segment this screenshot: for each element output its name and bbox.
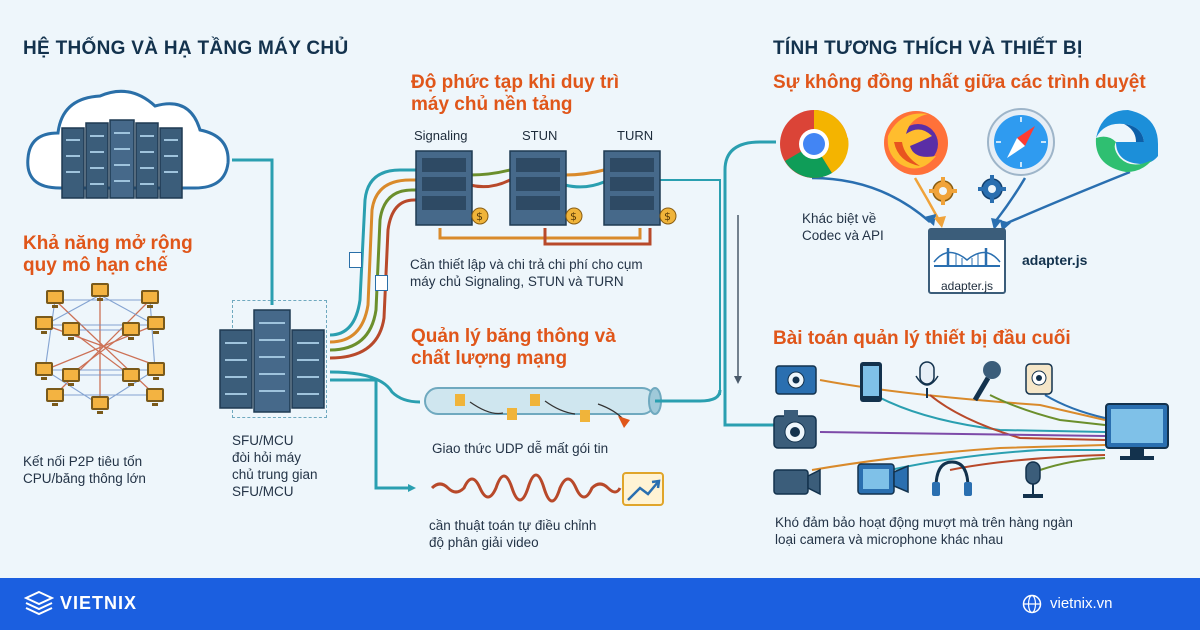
video-camera-icon bbox=[857, 463, 909, 495]
computer-icon bbox=[62, 368, 80, 386]
svg-text:$: $ bbox=[476, 210, 483, 223]
maintenance-heading: Độ phức tạp khi duy trì máy chủ nền tảng bbox=[411, 72, 619, 116]
vietnix-logo-text[interactable]: VIETNIX bbox=[60, 593, 138, 613]
stun-server-icon: $ bbox=[509, 150, 583, 226]
svg-text:$: $ bbox=[664, 210, 671, 223]
safari-icon bbox=[987, 108, 1055, 176]
computer-icon bbox=[147, 316, 165, 334]
p2p-note: Kết nối P2P tiêu tốn CPU/băng thông lớn bbox=[23, 453, 146, 487]
computer-icon bbox=[146, 388, 164, 406]
computer-icon bbox=[35, 316, 53, 334]
gear-icon bbox=[929, 177, 957, 205]
sfu-note-line2: đòi hỏi máy bbox=[232, 450, 302, 465]
signaling-server-icon: $ bbox=[415, 150, 489, 226]
scalability-heading-line2: quy mô hạn chế bbox=[23, 255, 168, 276]
adaptive-note-line2: độ phân giải video bbox=[429, 535, 539, 550]
footer-bar: VIETNIX vietnix.vn bbox=[0, 578, 1200, 630]
document-icon bbox=[349, 252, 362, 268]
computer-icon bbox=[122, 322, 140, 340]
smartphone-icon bbox=[860, 362, 882, 402]
document-icon bbox=[375, 275, 388, 291]
bridge-icon bbox=[933, 248, 1001, 267]
bandwidth-heading-line1: Quản lý băng thông và bbox=[411, 326, 616, 347]
adaptive-note: cần thuật toán tự điều chỉnh độ phân giả… bbox=[429, 517, 596, 551]
handheld-microphone-icon bbox=[972, 361, 1001, 402]
computer-icon bbox=[62, 322, 80, 340]
compatibility-section-title: TÍNH TƯƠNG THÍCH VÀ THIẾT BỊ bbox=[773, 38, 1083, 59]
website-link[interactable]: vietnix.vn bbox=[1050, 595, 1113, 612]
adapter-label: adapter.js bbox=[1022, 252, 1088, 268]
device-note-line1: Khó đảm bảo hoạt động mượt mà trên hàng … bbox=[775, 515, 1073, 530]
cloud-server-icon bbox=[26, 89, 230, 199]
adaptive-note-line1: cần thuật toán tự điều chỉnh bbox=[429, 518, 597, 533]
codec-note: Khác biệt về Codec và API bbox=[802, 210, 884, 244]
turn-server-label: TURN bbox=[617, 128, 654, 143]
sfu-note: SFU/MCU đòi hỏi máy chủ trung gian SFU/M… bbox=[232, 432, 318, 500]
photo-camera-icon bbox=[773, 410, 817, 449]
infrastructure-section-title: HỆ THỐNG VÀ HẠ TẦNG MÁY CHỦ bbox=[23, 38, 349, 59]
computer-icon bbox=[35, 362, 53, 380]
cost-note-line2: máy chủ Signaling, STUN và TURN bbox=[410, 274, 624, 289]
edge-icon bbox=[1095, 110, 1158, 172]
computer-icon bbox=[91, 396, 109, 414]
maintenance-heading-line2: máy chủ nền tảng bbox=[411, 94, 573, 115]
cost-note: Cần thiết lập và chi trả chi phí cho cụm… bbox=[410, 256, 643, 290]
computer-icon bbox=[147, 362, 165, 380]
turn-server-icon: $ bbox=[603, 150, 677, 226]
adapter-window: adapter.js bbox=[928, 228, 1006, 294]
codec-note-line1: Khác biệt về bbox=[802, 211, 877, 226]
computer-icon bbox=[46, 290, 64, 308]
device-note-line2: loại camera và microphone khác nhau bbox=[775, 532, 1004, 547]
stun-server-label: STUN bbox=[522, 128, 558, 143]
svg-text:$: $ bbox=[570, 210, 577, 223]
adapter-window-titlebar bbox=[930, 230, 1004, 240]
sfu-server-icon bbox=[219, 309, 325, 413]
browser-heading: Sự không đồng nhất giữa các trình duyệt bbox=[773, 72, 1146, 93]
p2p-note-line1: Kết nối P2P tiêu tốn bbox=[23, 454, 143, 469]
devices-heading: Bài toán quản lý thiết bị đầu cuối bbox=[773, 328, 1071, 349]
signaling-server-label: Signaling bbox=[414, 128, 468, 143]
sfu-note-line3: chủ trung gian bbox=[232, 467, 318, 482]
p2p-note-line2: CPU/băng thông lớn bbox=[23, 471, 146, 486]
maintenance-heading-line1: Độ phức tạp khi duy trì bbox=[411, 72, 619, 93]
desk-microphone-icon bbox=[1023, 461, 1043, 498]
udp-note: Giao thức UDP dễ mất gói tin bbox=[432, 441, 609, 456]
computer-icon bbox=[46, 388, 64, 406]
sfu-note-line4: SFU/MCU bbox=[232, 484, 294, 499]
codec-note-line2: Codec và API bbox=[802, 228, 884, 243]
cost-note-line1: Cần thiết lập và chi trả chi phí cho cụm bbox=[410, 257, 643, 272]
webcam-icon bbox=[775, 365, 817, 395]
scalability-heading: Khả năng mở rộng quy mô hạn chế bbox=[23, 233, 193, 277]
security-camera-icon bbox=[1025, 363, 1053, 395]
globe-icon bbox=[1022, 594, 1042, 614]
bandwidth-heading-line2: chất lượng mạng bbox=[411, 348, 568, 369]
server-cluster: $ $ $ bbox=[415, 150, 677, 226]
device-collection bbox=[773, 361, 1169, 498]
scalability-heading-line1: Khả năng mở rộng bbox=[23, 233, 193, 254]
vietnix-logo-icon bbox=[24, 590, 54, 616]
computer-icon bbox=[122, 368, 140, 386]
monitor-icon bbox=[1105, 403, 1169, 460]
chrome-icon bbox=[780, 110, 849, 178]
headset-icon bbox=[932, 460, 972, 496]
firefox-icon bbox=[884, 111, 948, 175]
computer-icon bbox=[141, 290, 159, 308]
device-note: Khó đảm bảo hoạt động mượt mà trên hàng … bbox=[775, 514, 1073, 548]
sfu-note-line1: SFU/MCU bbox=[232, 433, 294, 448]
gear-icon bbox=[978, 175, 1006, 203]
bandwidth-heading: Quản lý băng thông và chất lượng mạng bbox=[411, 326, 616, 370]
camcorder-icon bbox=[773, 468, 821, 496]
adapter-window-label: adapter.js bbox=[940, 279, 994, 293]
microphone-icon bbox=[915, 361, 939, 398]
computer-icon bbox=[91, 283, 109, 301]
